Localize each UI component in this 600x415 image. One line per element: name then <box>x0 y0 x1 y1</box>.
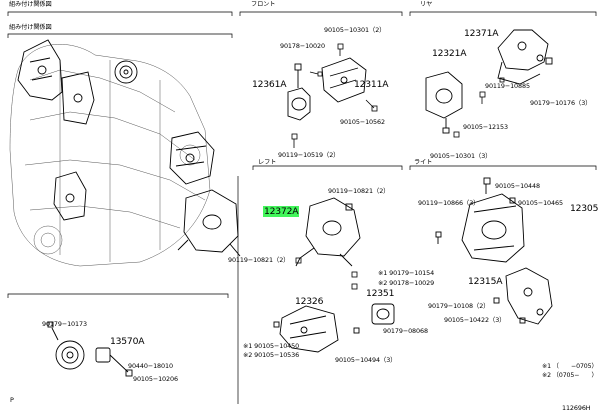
part-label[interactable]: 90105−10422（3） <box>444 316 506 324</box>
section-title-rear: リヤ <box>420 1 433 8</box>
part-label[interactable]: 90119−10821（2） <box>328 187 390 195</box>
part-label[interactable]: 90105−12153 <box>463 123 508 131</box>
part-label[interactable]: 90119−10866（3） <box>418 199 480 207</box>
part-label[interactable]: 90179−08068 <box>383 327 428 335</box>
stopper-12351 <box>353 303 395 334</box>
part-label[interactable]: 90179−10173 <box>42 320 87 328</box>
part-label[interactable]: 12371A <box>464 28 499 39</box>
section-title-engine: 組み付け関係図 <box>9 1 52 8</box>
front-mount-bracket-12311 <box>321 57 367 103</box>
part-label[interactable]: 90105−10301（3） <box>430 152 492 160</box>
right-bracket-12315 <box>493 267 553 325</box>
part-label[interactable]: 12305 <box>570 203 599 214</box>
left-bolts <box>295 257 358 290</box>
part-label[interactable]: 12351 <box>366 288 395 299</box>
rear-mount-insulator-12321 <box>425 71 463 134</box>
part-label[interactable]: ※1 90179−10154 <box>378 269 435 277</box>
pulley <box>114 60 138 84</box>
page-marker: P <box>10 396 14 404</box>
part-label[interactable]: 90119−10519（2） <box>278 151 340 159</box>
part-label[interactable]: 90178−10020 <box>280 42 325 50</box>
diagram-id: 112696H <box>562 404 591 412</box>
front-mount-insulator-12361 <box>287 63 311 121</box>
section-title-assembly: 組み付け関係図 <box>9 24 52 31</box>
engine-mount-bracket-12326 <box>273 305 339 353</box>
part-label[interactable]: 90179−10108（2） <box>428 302 490 310</box>
part-label[interactable]: 90105−10301（2） <box>324 26 386 34</box>
part-label[interactable]: 12311A <box>354 79 389 90</box>
section-title-front: フロント <box>251 1 276 8</box>
part-label[interactable]: 90179−10176（3） <box>530 99 592 107</box>
part-label[interactable]: 90105−10465 <box>518 199 563 207</box>
part-label[interactable]: ※2 90105−10536 <box>243 351 300 359</box>
part-label[interactable]: 12321A <box>432 48 467 59</box>
section-title-left: レフト <box>258 159 277 166</box>
part-label[interactable]: 13570A <box>110 336 145 347</box>
rear-bolts <box>453 77 505 138</box>
section-brackets <box>7 11 597 404</box>
engine-bracket-upper-left <box>17 39 63 101</box>
engine-bracket-lower-left <box>53 171 87 221</box>
damper-13570 <box>47 321 133 377</box>
front-bolts <box>291 43 378 148</box>
part-label[interactable]: 90119−10821（2） <box>228 256 290 264</box>
left-mount-insulator-12372 <box>295 197 361 267</box>
rear-bracket-12371 <box>497 29 553 85</box>
engine-block <box>9 44 211 267</box>
part-label[interactable]: 90440−18010 <box>128 362 173 370</box>
right-mount-insulator-12305 <box>435 177 525 263</box>
part-label[interactable]: 12361A <box>252 79 287 90</box>
footnote-2: ※2 （0705− ） <box>542 372 598 379</box>
part-label[interactable]: 90105−10448 <box>495 182 540 190</box>
part-label[interactable]: 12315A <box>468 276 503 287</box>
part-label-highlighted[interactable]: 12372A <box>263 206 300 217</box>
section-title-right: ライト <box>414 159 433 166</box>
engine-mount-left-assembled <box>177 189 241 257</box>
part-label[interactable]: 90119−10885 <box>485 82 530 90</box>
part-label[interactable]: 90105−10206 <box>133 375 178 383</box>
part-label[interactable]: ※1 90105−10450 <box>243 342 300 350</box>
part-label[interactable]: 90105−10562 <box>340 118 385 126</box>
footnote-1: ※1 （ −0705） <box>542 363 598 370</box>
part-label[interactable]: 90105−10494（3） <box>335 356 397 364</box>
engine-bracket-right <box>169 131 215 185</box>
part-label[interactable]: ※2 90178−10029 <box>378 279 435 287</box>
part-label[interactable]: 12326 <box>295 296 324 307</box>
engine-bracket-front <box>61 71 95 125</box>
